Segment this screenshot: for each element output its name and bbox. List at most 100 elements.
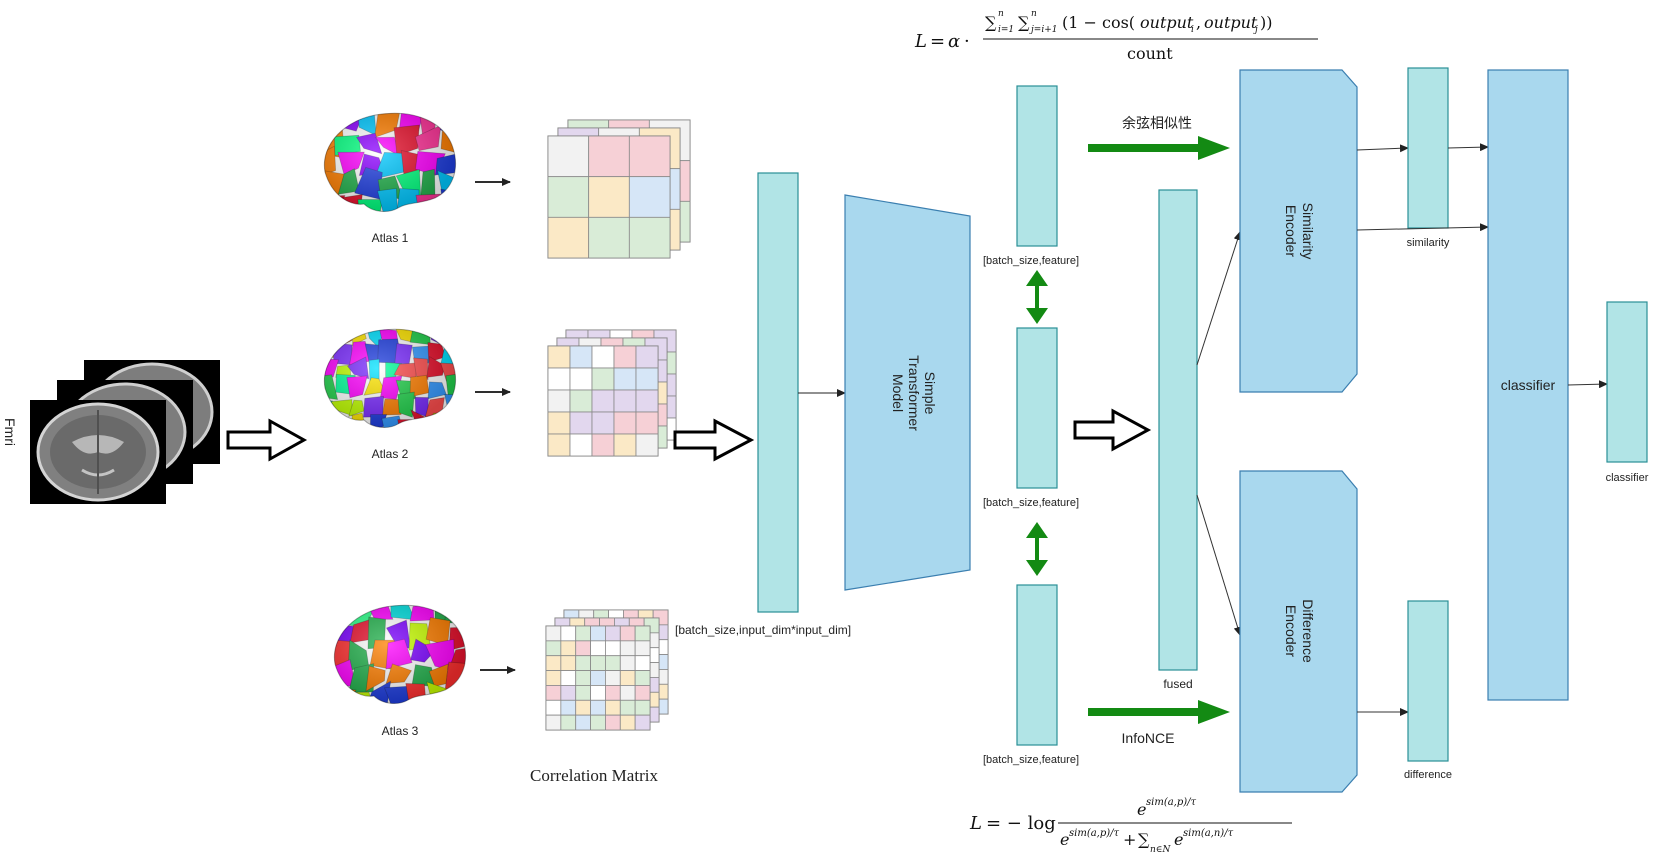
matrix-cell <box>635 433 659 457</box>
brain-region <box>324 195 346 212</box>
atlas-1-feature-bar <box>1016 85 1058 247</box>
matrix-cell <box>605 655 621 671</box>
matrix-cell <box>545 640 562 657</box>
mri-slice <box>30 400 166 504</box>
similarity-encoder-label: Similarity Encoder <box>1283 203 1316 260</box>
matrix-cell <box>591 389 615 413</box>
svg-text:= − log: = − log <box>986 813 1056 834</box>
brain-region <box>332 418 353 428</box>
matrix-cell <box>560 655 577 671</box>
arrow-similarity-classifier <box>1447 143 1489 152</box>
matrix-cell <box>575 670 591 686</box>
svg-text:output: output <box>1204 13 1258 32</box>
green-arrow-icon <box>1088 700 1230 724</box>
svg-text:Encoder: Encoder <box>1283 205 1299 257</box>
matrix-cell <box>575 699 591 716</box>
matrix-cell <box>588 135 630 178</box>
matrix-cell <box>591 345 615 369</box>
brain-region <box>429 412 450 428</box>
svg-text:e: e <box>1137 800 1146 819</box>
svg-text:α: α <box>948 31 960 52</box>
matrix-cell <box>635 367 659 391</box>
fused-feature-bar <box>1158 189 1198 671</box>
fmri-stack <box>30 360 220 504</box>
flattened-input-bar <box>757 172 799 613</box>
matrix-cell <box>547 135 590 178</box>
svg-text:)): )) <box>1260 13 1272 32</box>
matrix-cell <box>591 367 615 391</box>
transformer-label: Simple Transformer Model <box>890 355 938 431</box>
matrix-cell <box>619 655 636 671</box>
difference-encoder <box>1239 470 1358 793</box>
brain-region <box>448 410 456 428</box>
svg-text:i=1: i=1 <box>998 25 1014 35</box>
matrix-cell <box>545 625 562 642</box>
atlas-3-correlation-matrix <box>545 609 669 731</box>
matrix-cell <box>591 411 615 435</box>
similarity-label: similarity <box>1407 237 1450 249</box>
green-double-arrow-icon <box>1026 270 1048 324</box>
matrix-cell <box>545 685 562 701</box>
svg-text:j=i+1: j=i+1 <box>1029 25 1057 35</box>
matrix-cell <box>628 135 671 178</box>
atlas-2-label: Atlas 2 <box>372 447 409 461</box>
classifier-label: classifier <box>1501 377 1556 393</box>
matrix-cell <box>590 640 606 657</box>
matrix-cell <box>545 699 562 716</box>
svg-text:L: L <box>969 813 982 834</box>
hollow-arrow-icon <box>1073 408 1152 452</box>
matrix-cell <box>560 670 577 686</box>
svg-text:n: n <box>1031 9 1037 19</box>
arrow-simenc-classifier <box>1356 223 1489 232</box>
output-label: classifier <box>1606 472 1649 484</box>
matrix-cell <box>545 714 562 731</box>
svg-text:L: L <box>914 31 927 52</box>
matrix-cell <box>547 389 571 413</box>
cosine-similarity-label: 余弦相似性 <box>1122 115 1192 131</box>
matrix-cell <box>619 699 636 716</box>
matrix-cell <box>545 670 562 686</box>
matrix-cell <box>588 176 630 218</box>
atlas-3-feature-bar <box>1016 584 1058 746</box>
infonce-label: InfoNCE <box>1122 730 1175 746</box>
simple-transformer-model <box>844 194 971 591</box>
flattened-shape-label: [batch_size,input_dim*input_dim] <box>675 623 851 637</box>
brain-region <box>450 685 466 704</box>
brain-region <box>324 329 339 342</box>
atlas-2-feature-bar <box>1016 327 1058 489</box>
matrix-cell <box>634 625 651 642</box>
infonce-loss-formula: L = − log e sim(a,p)/τ e sim(a,p)/τ + ∑ … <box>969 797 1292 855</box>
matrix-cell <box>547 433 571 457</box>
atlas-3-brain <box>333 604 467 704</box>
matrix-cell <box>635 389 659 413</box>
matrix-cell <box>569 345 593 369</box>
svg-text:∑: ∑ <box>985 13 997 32</box>
matrix-cell <box>569 367 593 391</box>
matrix-cell <box>590 655 606 671</box>
matrix-cell <box>605 625 621 642</box>
matrix-cell <box>613 345 637 369</box>
matrix-cell <box>635 411 659 435</box>
arrow-simenc-similarity <box>1356 144 1409 153</box>
hollow-arrow-icon <box>673 418 755 462</box>
matrix-cell <box>613 367 637 391</box>
fused-label: fused <box>1163 677 1192 691</box>
difference-label: difference <box>1404 769 1452 781</box>
matrix-cell <box>635 345 659 369</box>
arrow-classifier-output <box>1567 380 1608 389</box>
svg-text:j: j <box>1253 25 1258 35</box>
matrix-cell <box>560 640 577 657</box>
matrix-cell <box>547 176 590 218</box>
svg-text:count: count <box>1127 44 1173 63</box>
matrix-cell <box>547 345 571 369</box>
matrix-cell <box>560 699 577 716</box>
feature-shape-label: [batch_size,feature] <box>983 255 1079 267</box>
svg-text:(1 − cos(: (1 − cos( <box>1062 13 1135 32</box>
fmri-label: Fmri <box>2 418 18 446</box>
matrix-cell <box>634 699 651 716</box>
feature-shape-label: [batch_size,feature] <box>983 754 1079 766</box>
svg-text:=: = <box>930 31 945 52</box>
svg-text:Simple: Simple <box>922 372 938 415</box>
matrix-cell <box>628 216 671 259</box>
matrix-cell <box>569 433 593 457</box>
